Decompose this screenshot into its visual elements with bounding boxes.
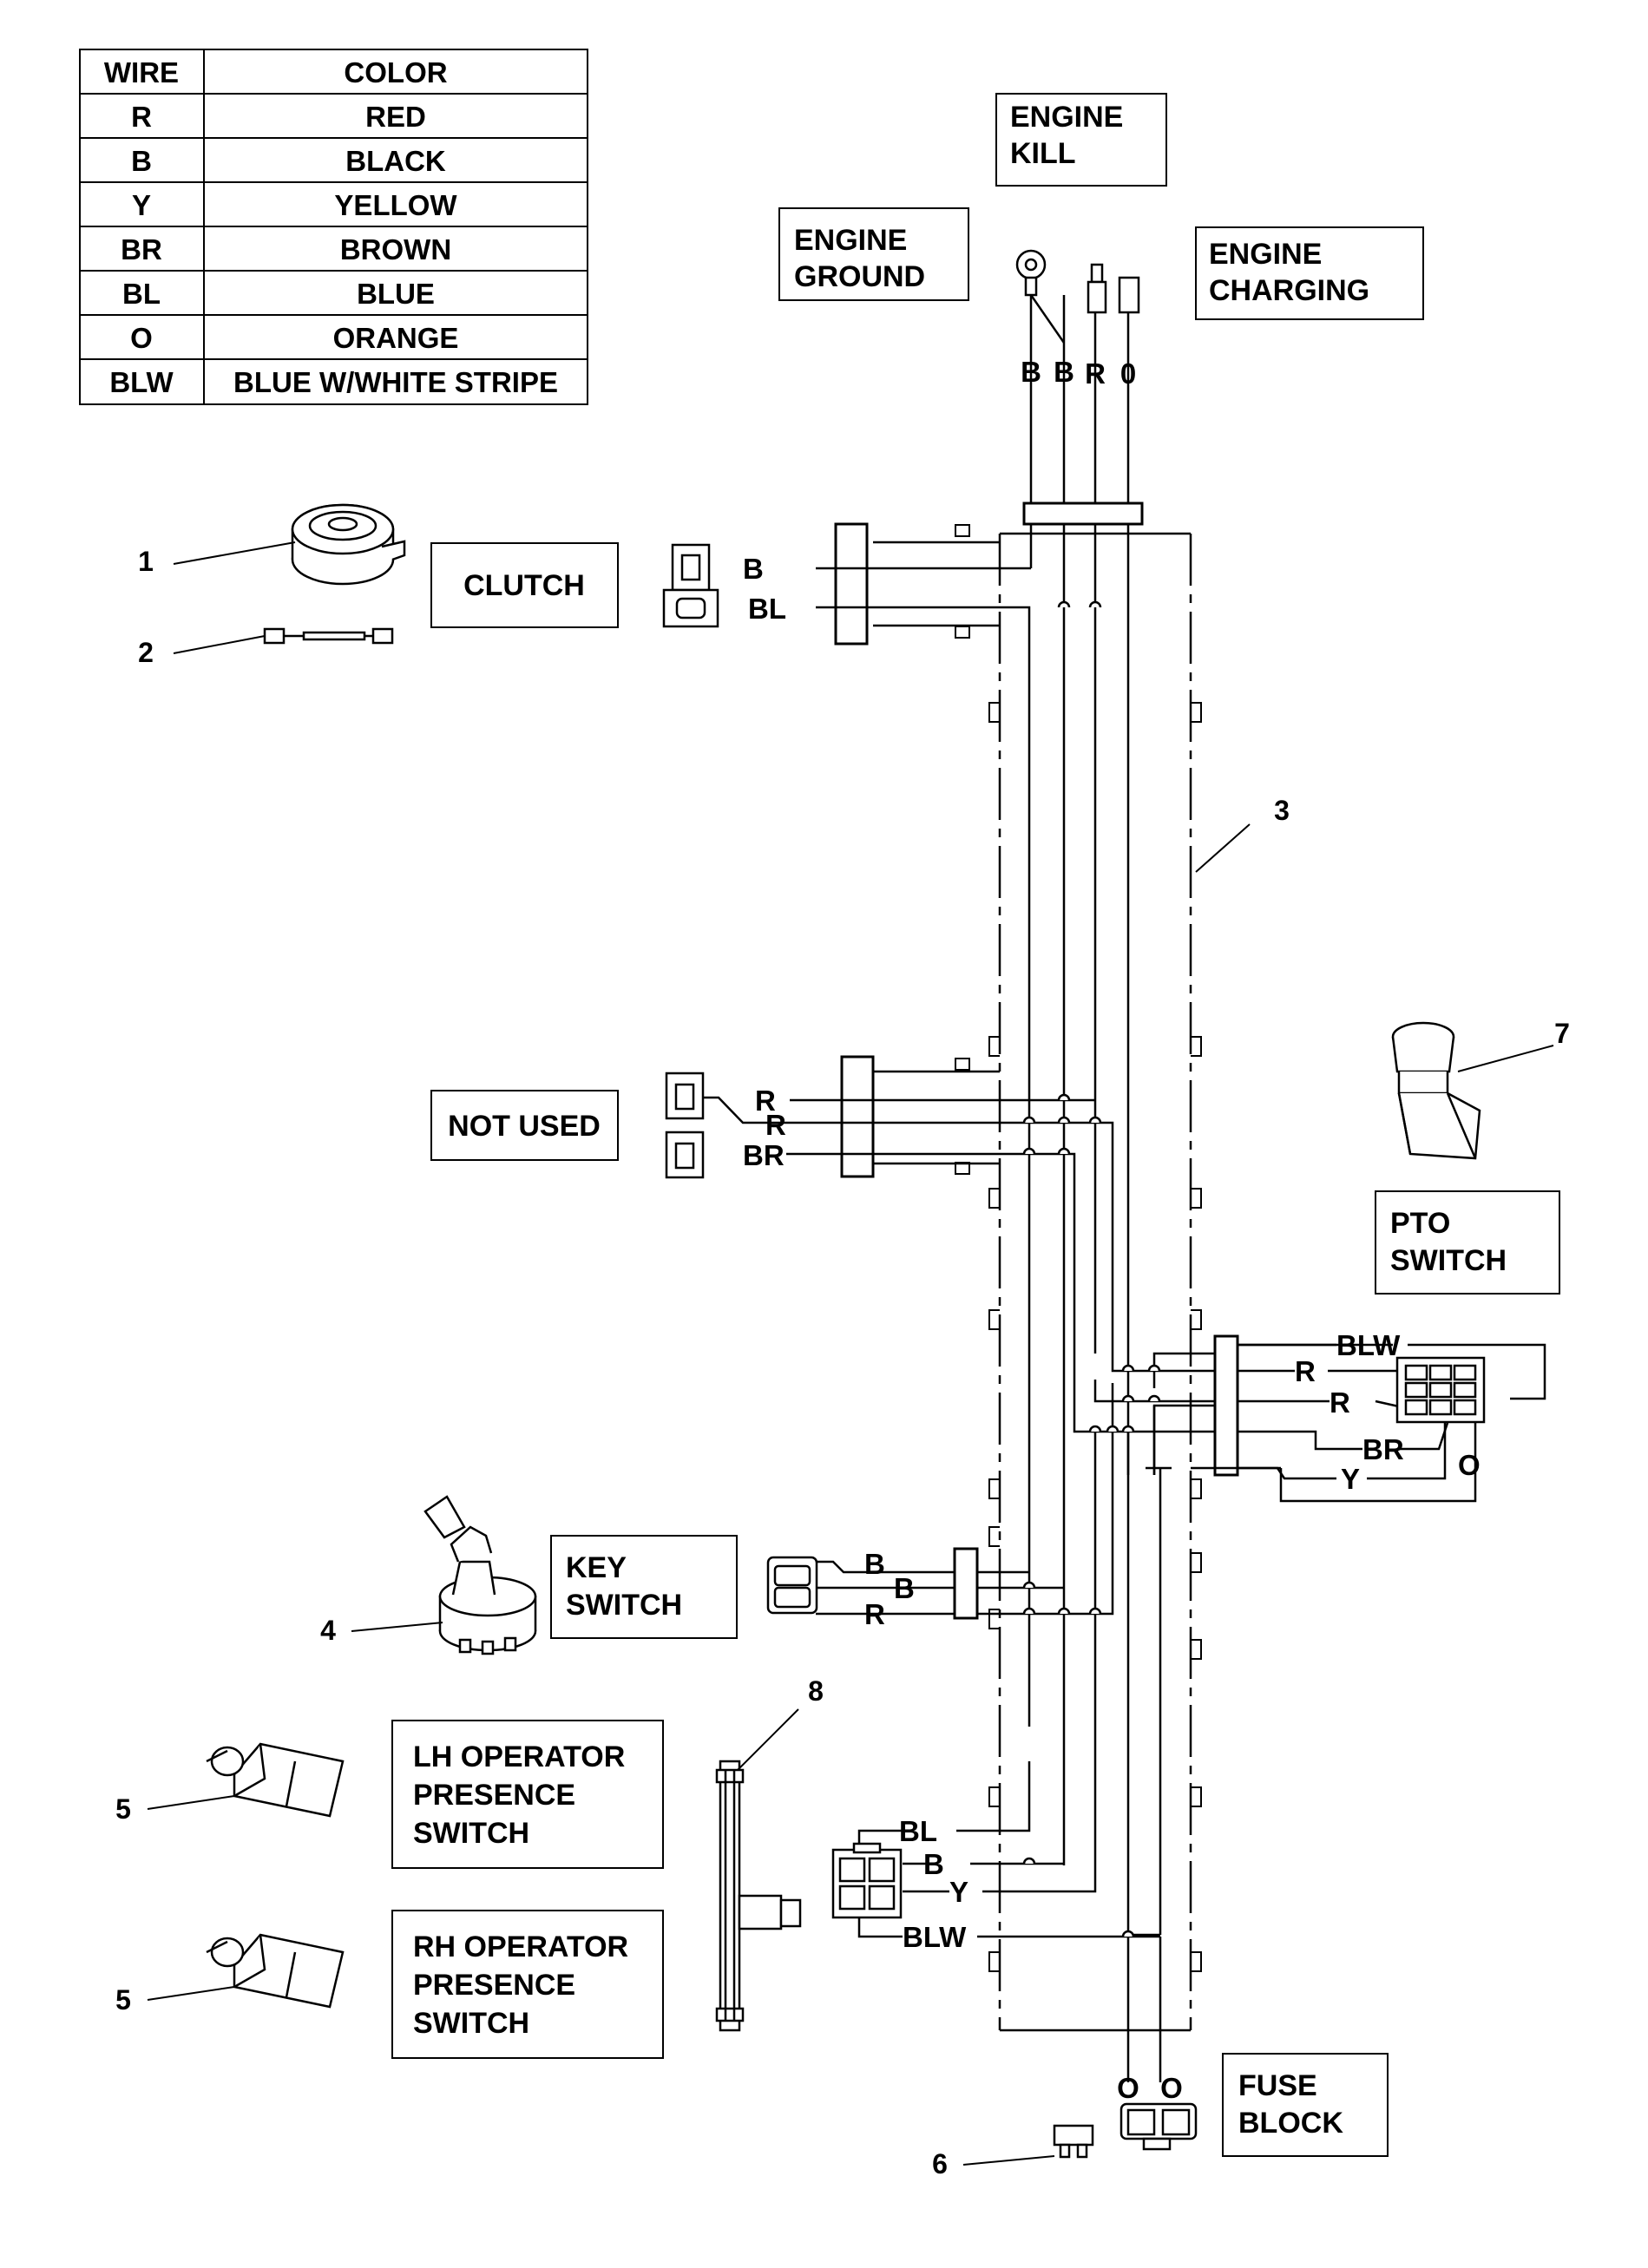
legend-code: BLW: [109, 366, 174, 398]
legend-color: BLUE: [357, 278, 435, 310]
legend-code: O: [130, 322, 153, 354]
callout-2: 2: [138, 637, 154, 668]
pin-terminal-icon: [1090, 263, 1104, 284]
wire-color-legend: [79, 49, 588, 405]
wire-label: BR: [1362, 1433, 1404, 1465]
callout-leaders: [147, 541, 1554, 2166]
legend-header-wire: WIRE: [104, 56, 179, 88]
legend-code: Y: [132, 189, 151, 221]
wire-label: B: [743, 553, 764, 585]
engine-ground-label: GROUND: [794, 260, 925, 293]
pto-switch-label: SWITCH: [1390, 1244, 1507, 1277]
lh-operator-label: SWITCH: [413, 1817, 529, 1850]
wire-label: BLW: [1336, 1329, 1401, 1361]
wire-label: B: [864, 1548, 885, 1580]
callout-4: 4: [320, 1615, 336, 1646]
clutch-label: CLUTCH: [463, 569, 585, 602]
legend-code: BL: [122, 278, 161, 310]
harness-jumper-icon: [719, 1760, 741, 2032]
engine-ground-label: ENGINE: [794, 224, 907, 257]
wire-label: R: [864, 1598, 885, 1630]
callout-1: 1: [138, 546, 154, 577]
rh-operator-box: [391, 1910, 664, 2059]
callout-7: 7: [1554, 1018, 1570, 1049]
wire-label: BLW: [903, 1921, 967, 1953]
rh-operator-label: SWITCH: [413, 2007, 529, 2040]
wire-label: O: [1117, 2072, 1139, 2104]
wire-label: B: [923, 1848, 944, 1880]
fuse-block-label: BLOCK: [1238, 2107, 1343, 2140]
legend-color: YELLOW: [334, 189, 457, 221]
callout-8: 8: [808, 1675, 824, 1707]
callout-5b: 5: [115, 1984, 131, 2016]
pto-switch-icon: [1391, 1021, 1481, 1160]
legend-header-color: COLOR: [344, 56, 447, 88]
legend-color: BLUE W/WHITE STRIPE: [233, 366, 558, 398]
fuse-block-box: [1222, 2053, 1389, 2157]
wire-lead-icon: [263, 627, 394, 645]
engine-ground-box: [778, 207, 969, 301]
legend-code: BR: [121, 233, 162, 265]
callout-3: 3: [1274, 795, 1290, 826]
lh-operator-label: PRESENCE: [413, 1779, 575, 1812]
legend-color: ORANGE: [333, 322, 459, 354]
spade-terminal-icon: [1118, 276, 1140, 314]
wire-crossovers: [1022, 600, 1161, 1937]
callout-5: 5: [115, 1793, 131, 1825]
connectors: [662, 249, 1486, 2159]
wire-label: R: [1330, 1386, 1350, 1419]
not-used-box: [430, 1090, 619, 1161]
wire-label: O: [1160, 2072, 1183, 2104]
fuse-icon: [1053, 2124, 1094, 2147]
rh-operator-label: PRESENCE: [413, 1969, 575, 2002]
fuse-block-label: FUSE: [1238, 2069, 1317, 2102]
lh-operator-box: [391, 1720, 664, 1869]
key-switch-box: [550, 1535, 738, 1639]
wire-label: B: [1054, 356, 1074, 388]
harness-bands: [834, 501, 1239, 1620]
not-used-label: NOT USED: [448, 1110, 601, 1143]
wire-label: BL: [899, 1815, 937, 1847]
legend-color: RED: [365, 101, 426, 133]
key-switch-icon: [423, 1495, 537, 1655]
operator-switch-icon: [206, 1742, 345, 1818]
legend-code: R: [131, 101, 152, 133]
wire-label: B: [894, 1572, 915, 1604]
wire-label: R: [765, 1109, 786, 1141]
wire-label: BL: [748, 593, 786, 625]
key-switch-label: KEY: [566, 1551, 627, 1584]
wire-label: BR: [743, 1139, 785, 1171]
pto-switch-label: PTO: [1390, 1207, 1450, 1240]
engine-kill-label: KILL: [1010, 137, 1076, 170]
wire-label: R: [1295, 1355, 1316, 1387]
engine-kill-box: [995, 93, 1167, 187]
lh-operator-label: LH OPERATOR: [413, 1740, 625, 1773]
key-switch-label: SWITCH: [566, 1589, 682, 1622]
wire-label: R: [755, 1085, 776, 1117]
clutch-icon: [291, 503, 406, 586]
legend-color: BLACK: [345, 145, 446, 177]
clutch-box: [430, 542, 619, 628]
legend-color: BROWN: [340, 233, 451, 265]
engine-charging-label: ENGINE: [1209, 238, 1322, 271]
rh-operator-label: RH OPERATOR: [413, 1930, 628, 1963]
pto-switch-box: [1375, 1190, 1560, 1295]
wire-label: O: [1458, 1449, 1481, 1481]
wire-label: 0: [1120, 357, 1136, 390]
callout-6: 6: [932, 2148, 948, 2180]
wire-label: R: [1085, 357, 1106, 390]
wires: [694, 286, 1546, 2082]
engine-charging-label: CHARGING: [1209, 274, 1369, 307]
wire-label: Y: [1341, 1463, 1360, 1495]
operator-switch-icon: [206, 1933, 345, 2009]
wire-label: Y: [949, 1876, 968, 1908]
wire-label: B: [1021, 356, 1041, 388]
engine-charging-box: [1195, 226, 1424, 320]
legend-code: B: [131, 145, 152, 177]
wire-harness-outline: [988, 532, 1202, 2032]
engine-kill-label: ENGINE: [1010, 101, 1123, 134]
